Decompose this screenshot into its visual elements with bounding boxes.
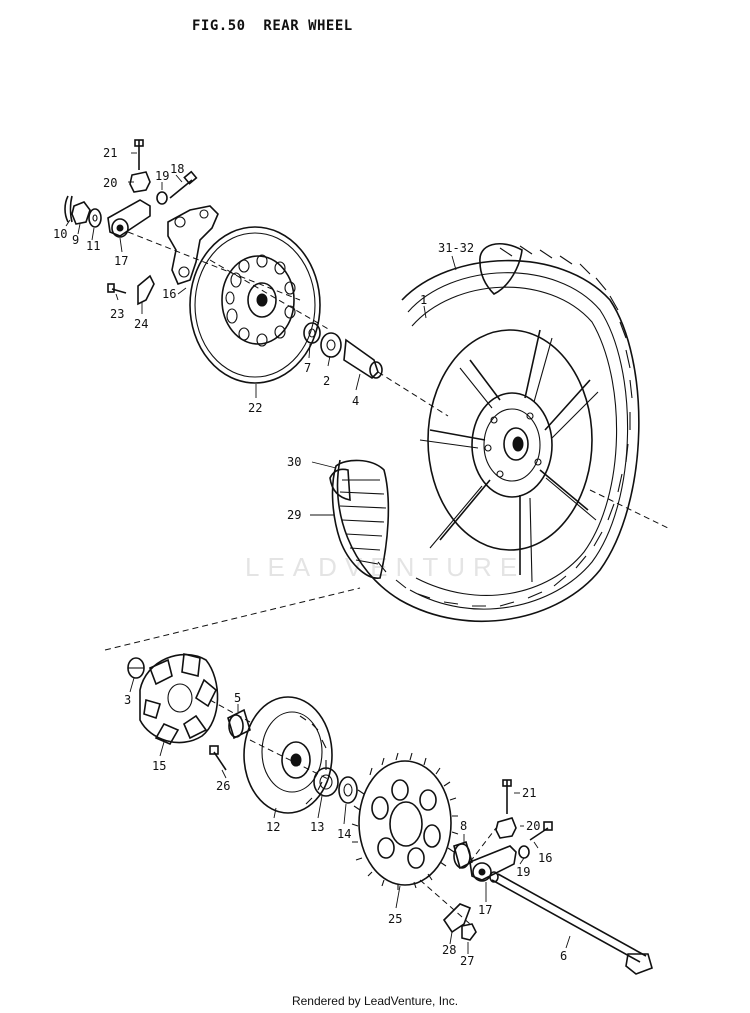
- callout-28: 28: [442, 943, 456, 957]
- bolt-23: [107, 283, 127, 294]
- damper-3: [127, 657, 145, 679]
- torque-link-upper: [107, 199, 151, 238]
- caliper-bracket: [167, 205, 219, 285]
- callout-16-lower: 16: [538, 851, 552, 865]
- rear-axle: [489, 871, 653, 975]
- callout-23: 23: [110, 307, 124, 321]
- callout-6: 6: [560, 949, 567, 963]
- watermark: LEADVENTURE: [245, 552, 525, 582]
- callout-26: 26: [216, 779, 230, 793]
- bolt-21-lower: [502, 779, 512, 814]
- cotter-pin: [64, 195, 73, 223]
- callout-19-lower: 19: [516, 865, 530, 879]
- washer-11: [88, 208, 102, 228]
- axle-nut-upper: [71, 201, 91, 225]
- hose-clip-24: [137, 274, 155, 306]
- callout-25: 25: [388, 912, 402, 926]
- callout-27: 27: [460, 954, 474, 968]
- bearing-2: [320, 332, 342, 358]
- bolt-18: [169, 170, 198, 199]
- torque-link-lower: [469, 845, 517, 882]
- callout-8: 8: [460, 819, 467, 833]
- callout-18: 18: [170, 162, 184, 176]
- callout-15: 15: [152, 759, 166, 773]
- callout-7: 7: [304, 361, 311, 375]
- callout-14: 14: [337, 827, 351, 841]
- rear-wheel: [329, 242, 640, 623]
- bolt-21-upper: [134, 139, 144, 170]
- callout-22: 22: [248, 401, 262, 415]
- spacer-7: [303, 322, 321, 344]
- callout-17-upper: 17: [114, 254, 128, 268]
- washer-19-upper: [156, 191, 168, 205]
- callout-16-upper: 16: [162, 287, 176, 301]
- callout-10: 10: [53, 227, 67, 241]
- nut-27: [461, 923, 477, 941]
- nut-20-lower: [495, 817, 517, 839]
- callout-21-lower: 21: [522, 786, 536, 800]
- callout-30: 30: [287, 455, 301, 469]
- brake-disc: [189, 226, 321, 384]
- page-title: FIG.50 REAR WHEEL: [192, 18, 353, 34]
- rear-sprocket: [351, 752, 459, 890]
- washer-19-lower: [518, 845, 530, 859]
- callout-11: 11: [86, 239, 100, 253]
- spacer-4: [343, 338, 383, 380]
- callout-19-upper: 19: [155, 169, 169, 183]
- nut-20-upper: [129, 171, 151, 193]
- clip-28: [442, 903, 472, 934]
- callout-29: 29: [287, 508, 301, 522]
- sprocket-carrier: [243, 696, 333, 814]
- callout-3: 3: [124, 693, 131, 707]
- callout-20-lower: 20: [526, 819, 540, 833]
- callout-21-upper: 21: [103, 146, 117, 160]
- footer-credit: Rendered by LeadVenture, Inc.: [291, 994, 459, 1008]
- callout-20-upper: 20: [103, 176, 117, 190]
- callout-9: 9: [72, 233, 79, 247]
- callout-12: 12: [266, 820, 280, 834]
- callout-24: 24: [134, 317, 148, 331]
- wheel-damper-15: [139, 653, 219, 746]
- callout-1: 1: [420, 293, 427, 307]
- collar-5: [227, 708, 251, 740]
- spacer-8: [453, 840, 473, 870]
- callout-31-32: 31-32: [438, 241, 474, 255]
- oil-seal-14: [338, 776, 358, 804]
- bolt-26: [209, 745, 227, 771]
- callout-17-lower: 17: [478, 903, 492, 917]
- callout-5: 5: [234, 691, 241, 705]
- callout-4: 4: [352, 394, 359, 408]
- callout-2: 2: [323, 374, 330, 388]
- bolt-16-lower: [529, 821, 553, 841]
- bearing-13: [313, 767, 339, 797]
- callout-13: 13: [310, 820, 324, 834]
